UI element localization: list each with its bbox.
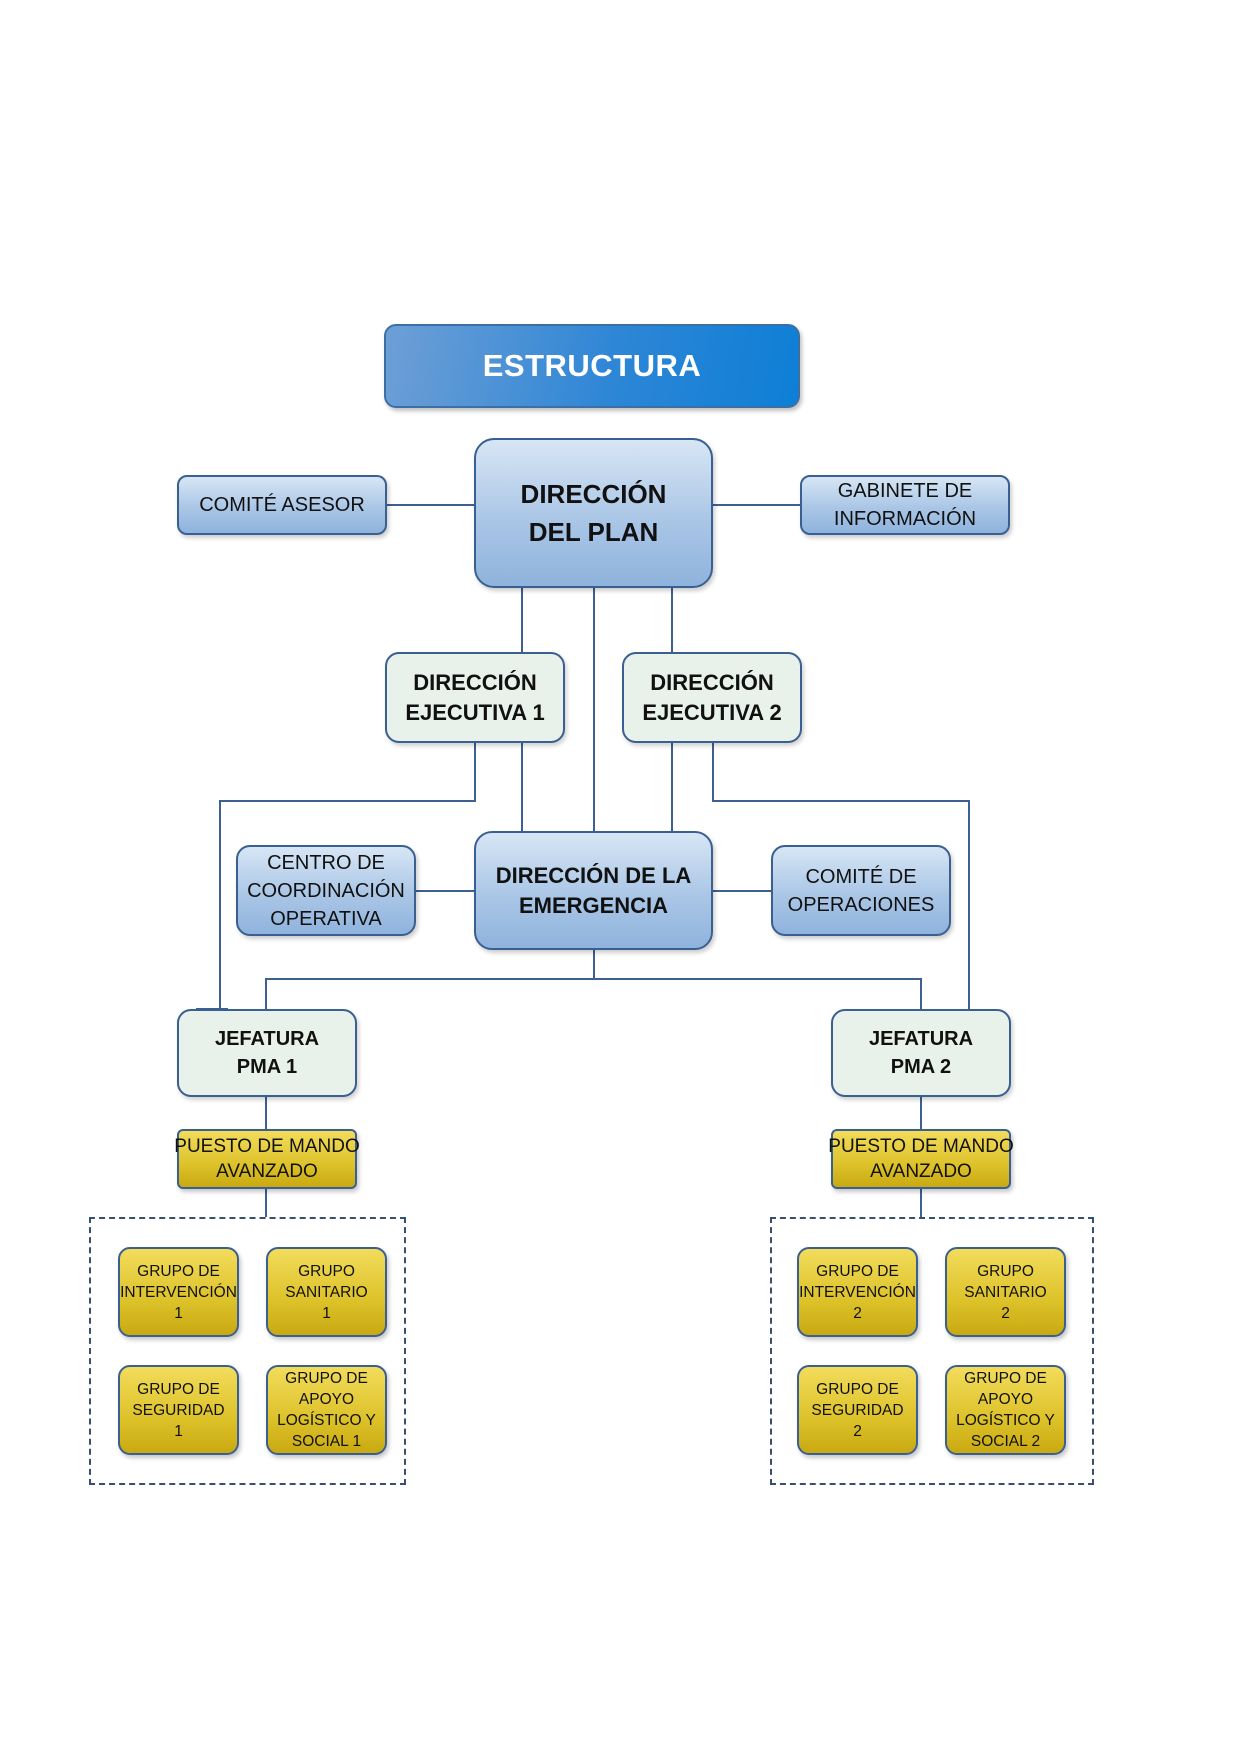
jefatura-pma-1-box[interactable]: JEFATURA PMA 1 xyxy=(177,1009,357,1097)
direccion-del-plan-line-2: DEL PLAN xyxy=(528,517,659,547)
connector-emergencia-jefaturas xyxy=(265,950,595,1009)
comite-operaciones-line-2: OPERACIONES xyxy=(787,893,935,916)
grupo-seguridad-1-line-3: 1 xyxy=(174,1422,183,1440)
direccion-ejecutiva-1-line-2: EJECUTIVA 1 xyxy=(405,699,545,725)
grupo-apoyo-1-line-2: APOYO xyxy=(298,1391,355,1408)
direccion-emergencia-line-2: EMERGENCIA xyxy=(518,892,669,918)
grupo-seguridad-1-box[interactable]: GRUPO DE SEGURIDAD 1 xyxy=(118,1365,239,1455)
puesto-mando-2-line-2: AVANZADO xyxy=(870,1161,972,1182)
comite-operaciones-line-1: COMITÉ DE xyxy=(805,865,917,888)
grupo-sanitario-2-box[interactable]: GRUPO SANITARIO 2 xyxy=(945,1247,1066,1337)
direccion-emergencia-line-1: DIRECCIÓN DE LA xyxy=(495,862,692,888)
grupo-seguridad-2-line-1: GRUPO DE xyxy=(816,1380,899,1398)
grupo-intervencion-1-line-2: INTERVENCIÓN xyxy=(120,1283,237,1301)
jefatura-pma-2-line-2: PMA 2 xyxy=(890,1056,952,1078)
grupo-sanitario-1-line-3: 1 xyxy=(322,1304,331,1322)
grupo-seguridad-2-line-3: 2 xyxy=(853,1422,862,1440)
grupo-intervencion-1-line-3: 1 xyxy=(174,1304,183,1322)
grupo-apoyo-1-line-3: LOGÍSTICO Y xyxy=(277,1412,376,1429)
grupo-sanitario-2-line-2: SANITARIO xyxy=(964,1283,1047,1301)
grupo-apoyo-2-line-2: APOYO xyxy=(977,1391,1034,1408)
gabinete-informacion-line-1: GABINETE DE xyxy=(837,480,973,502)
centro-coordinacion-line-1: CENTRO DE xyxy=(267,851,385,874)
title-banner: ESTRUCTURA xyxy=(384,324,800,408)
grupo-seguridad-2-box[interactable]: GRUPO DE SEGURIDAD 2 xyxy=(797,1365,918,1455)
grupo-apoyo-1-line-1: GRUPO DE xyxy=(285,1370,368,1387)
comite-asesor-box[interactable]: COMITÉ ASESOR xyxy=(177,475,387,535)
puesto-mando-1-line-1: PUESTO DE MANDO xyxy=(174,1136,360,1157)
gabinete-informacion-line-2: INFORMACIÓN xyxy=(833,508,977,530)
grupo-sanitario-2-line-3: 2 xyxy=(1001,1304,1010,1322)
grupo-seguridad-1-line-2: SEGURIDAD xyxy=(132,1401,225,1419)
puesto-mando-1-line-2: AVANZADO xyxy=(216,1161,318,1182)
puesto-mando-2-box[interactable]: PUESTO DE MANDO AVANZADO xyxy=(828,1129,1014,1189)
connector-ejecutiva-1-jefatura-1 xyxy=(219,743,476,1009)
grupos-2-container xyxy=(770,1217,1094,1485)
direccion-ejecutiva-1-line-1: DIRECCIÓN xyxy=(413,669,537,695)
grupo-apoyo-2-line-1: GRUPO DE xyxy=(964,1370,1047,1387)
direccion-ejecutiva-1-box[interactable]: DIRECCIÓN EJECUTIVA 1 xyxy=(385,652,565,743)
grupo-intervencion-2-box[interactable]: GRUPO DE INTERVENCIÓN 2 xyxy=(797,1247,918,1337)
jefatura-pma-1-line-1: JEFATURA xyxy=(214,1028,320,1050)
grupo-intervencion-1-box[interactable]: GRUPO DE INTERVENCIÓN 1 xyxy=(118,1247,239,1337)
grupos-1-container xyxy=(89,1217,406,1485)
centro-coordinacion-line-3: OPERATIVA xyxy=(270,907,382,930)
centro-coordinacion-box[interactable]: CENTRO DE COORDINACIÓN OPERATIVA xyxy=(236,845,416,936)
grupo-apoyo-2-line-4: SOCIAL 2 xyxy=(970,1433,1041,1450)
direccion-del-plan-box[interactable]: DIRECCIÓN DEL PLAN xyxy=(474,438,713,588)
grupo-apoyo-1-box[interactable]: GRUPO DE APOYO LOGÍSTICO Y SOCIAL 1 xyxy=(266,1365,387,1455)
grupo-sanitario-1-box[interactable]: GRUPO SANITARIO 1 xyxy=(266,1247,387,1337)
direccion-ejecutiva-2-line-2: EJECUTIVA 2 xyxy=(642,699,782,725)
grupo-intervencion-2-line-1: GRUPO DE xyxy=(816,1262,899,1280)
connector-ejecutiva-2-jefatura-2 xyxy=(712,743,970,1009)
grupo-apoyo-2-line-3: LOGÍSTICO Y xyxy=(956,1412,1055,1429)
grupo-seguridad-2-line-2: SEGURIDAD xyxy=(811,1401,904,1419)
direccion-del-plan-line-1: DIRECCIÓN xyxy=(520,479,667,509)
comite-asesor-label: COMITÉ ASESOR xyxy=(199,494,365,516)
grupo-intervencion-1-line-1: GRUPO DE xyxy=(137,1262,220,1280)
grupo-sanitario-1-line-2: SANITARIO xyxy=(285,1283,368,1301)
puesto-mando-2-line-1: PUESTO DE MANDO xyxy=(828,1136,1014,1157)
grupo-sanitario-1-line-1: GRUPO xyxy=(298,1262,355,1280)
direccion-emergencia-box[interactable]: DIRECCIÓN DE LA EMERGENCIA xyxy=(474,831,713,950)
direccion-ejecutiva-2-box[interactable]: DIRECCIÓN EJECUTIVA 2 xyxy=(622,652,802,743)
grupo-apoyo-2-box[interactable]: GRUPO DE APOYO LOGÍSTICO Y SOCIAL 2 xyxy=(945,1365,1066,1455)
grupo-sanitario-2-line-1: GRUPO xyxy=(977,1262,1034,1280)
jefatura-pma-2-line-1: JEFATURA xyxy=(868,1028,974,1050)
title-text: ESTRUCTURA xyxy=(482,348,702,383)
direccion-ejecutiva-2-line-1: DIRECCIÓN xyxy=(650,669,774,695)
grupo-apoyo-1-line-4: SOCIAL 1 xyxy=(291,1433,362,1450)
jefatura-pma-1-line-2: PMA 1 xyxy=(236,1056,298,1078)
grupo-seguridad-1-line-1: GRUPO DE xyxy=(137,1380,220,1398)
grupo-intervencion-2-line-3: 2 xyxy=(853,1304,862,1322)
jefatura-pma-2-box[interactable]: JEFATURA PMA 2 xyxy=(831,1009,1011,1097)
comite-operaciones-box[interactable]: COMITÉ DE OPERACIONES xyxy=(771,845,951,936)
puesto-mando-1-box[interactable]: PUESTO DE MANDO AVANZADO xyxy=(174,1129,360,1189)
gabinete-informacion-box[interactable]: GABINETE DE INFORMACIÓN xyxy=(800,475,1010,535)
centro-coordinacion-line-2: COORDINACIÓN xyxy=(247,879,405,902)
grupo-intervencion-2-line-2: INTERVENCIÓN xyxy=(799,1283,916,1301)
